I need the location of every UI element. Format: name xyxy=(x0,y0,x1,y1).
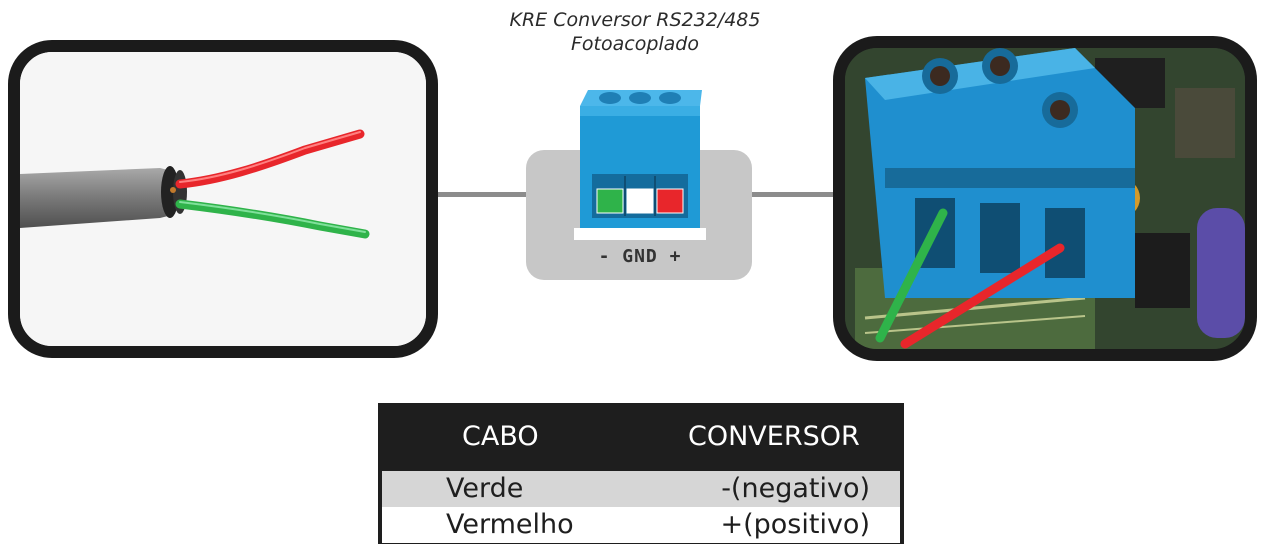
converter-pin-cell: -(negativo) xyxy=(721,473,870,504)
cable-photo xyxy=(8,40,438,358)
column-header-cabo: CABO xyxy=(462,421,539,452)
cable-color-cell: Verde xyxy=(446,473,524,504)
title-line-2: Fotoacoplado xyxy=(570,33,699,55)
table-row: Vermelho +(positivo) xyxy=(382,507,900,543)
converter-terminal-icon xyxy=(574,90,706,240)
converter-pin-cell: +(positivo) xyxy=(720,509,870,540)
wiring-table: CABO CONVERSOR Verde -(negativo) Vermelh… xyxy=(378,403,904,544)
title-line-1: KRE Conversor RS232/485 xyxy=(509,9,761,31)
cable-color-cell: Vermelho xyxy=(446,509,574,540)
terminal-pin-label: - GND + xyxy=(598,246,682,267)
cable-illustration xyxy=(20,52,426,346)
table-row: Verde -(negativo) xyxy=(382,471,900,507)
connector-line-left xyxy=(430,192,530,197)
terminal-minus-slot xyxy=(596,188,624,214)
column-header-conversor: CONVERSOR xyxy=(688,421,860,452)
diagram-title: KRE Conversor RS232/485 Fotoacoplado xyxy=(480,8,790,56)
terminal-gnd-slot xyxy=(626,188,654,214)
terminal-plus-slot xyxy=(656,188,684,214)
terminal-board-photo xyxy=(833,36,1257,361)
terminal-board-illustration xyxy=(845,48,1245,349)
connector-line-right xyxy=(748,192,843,197)
